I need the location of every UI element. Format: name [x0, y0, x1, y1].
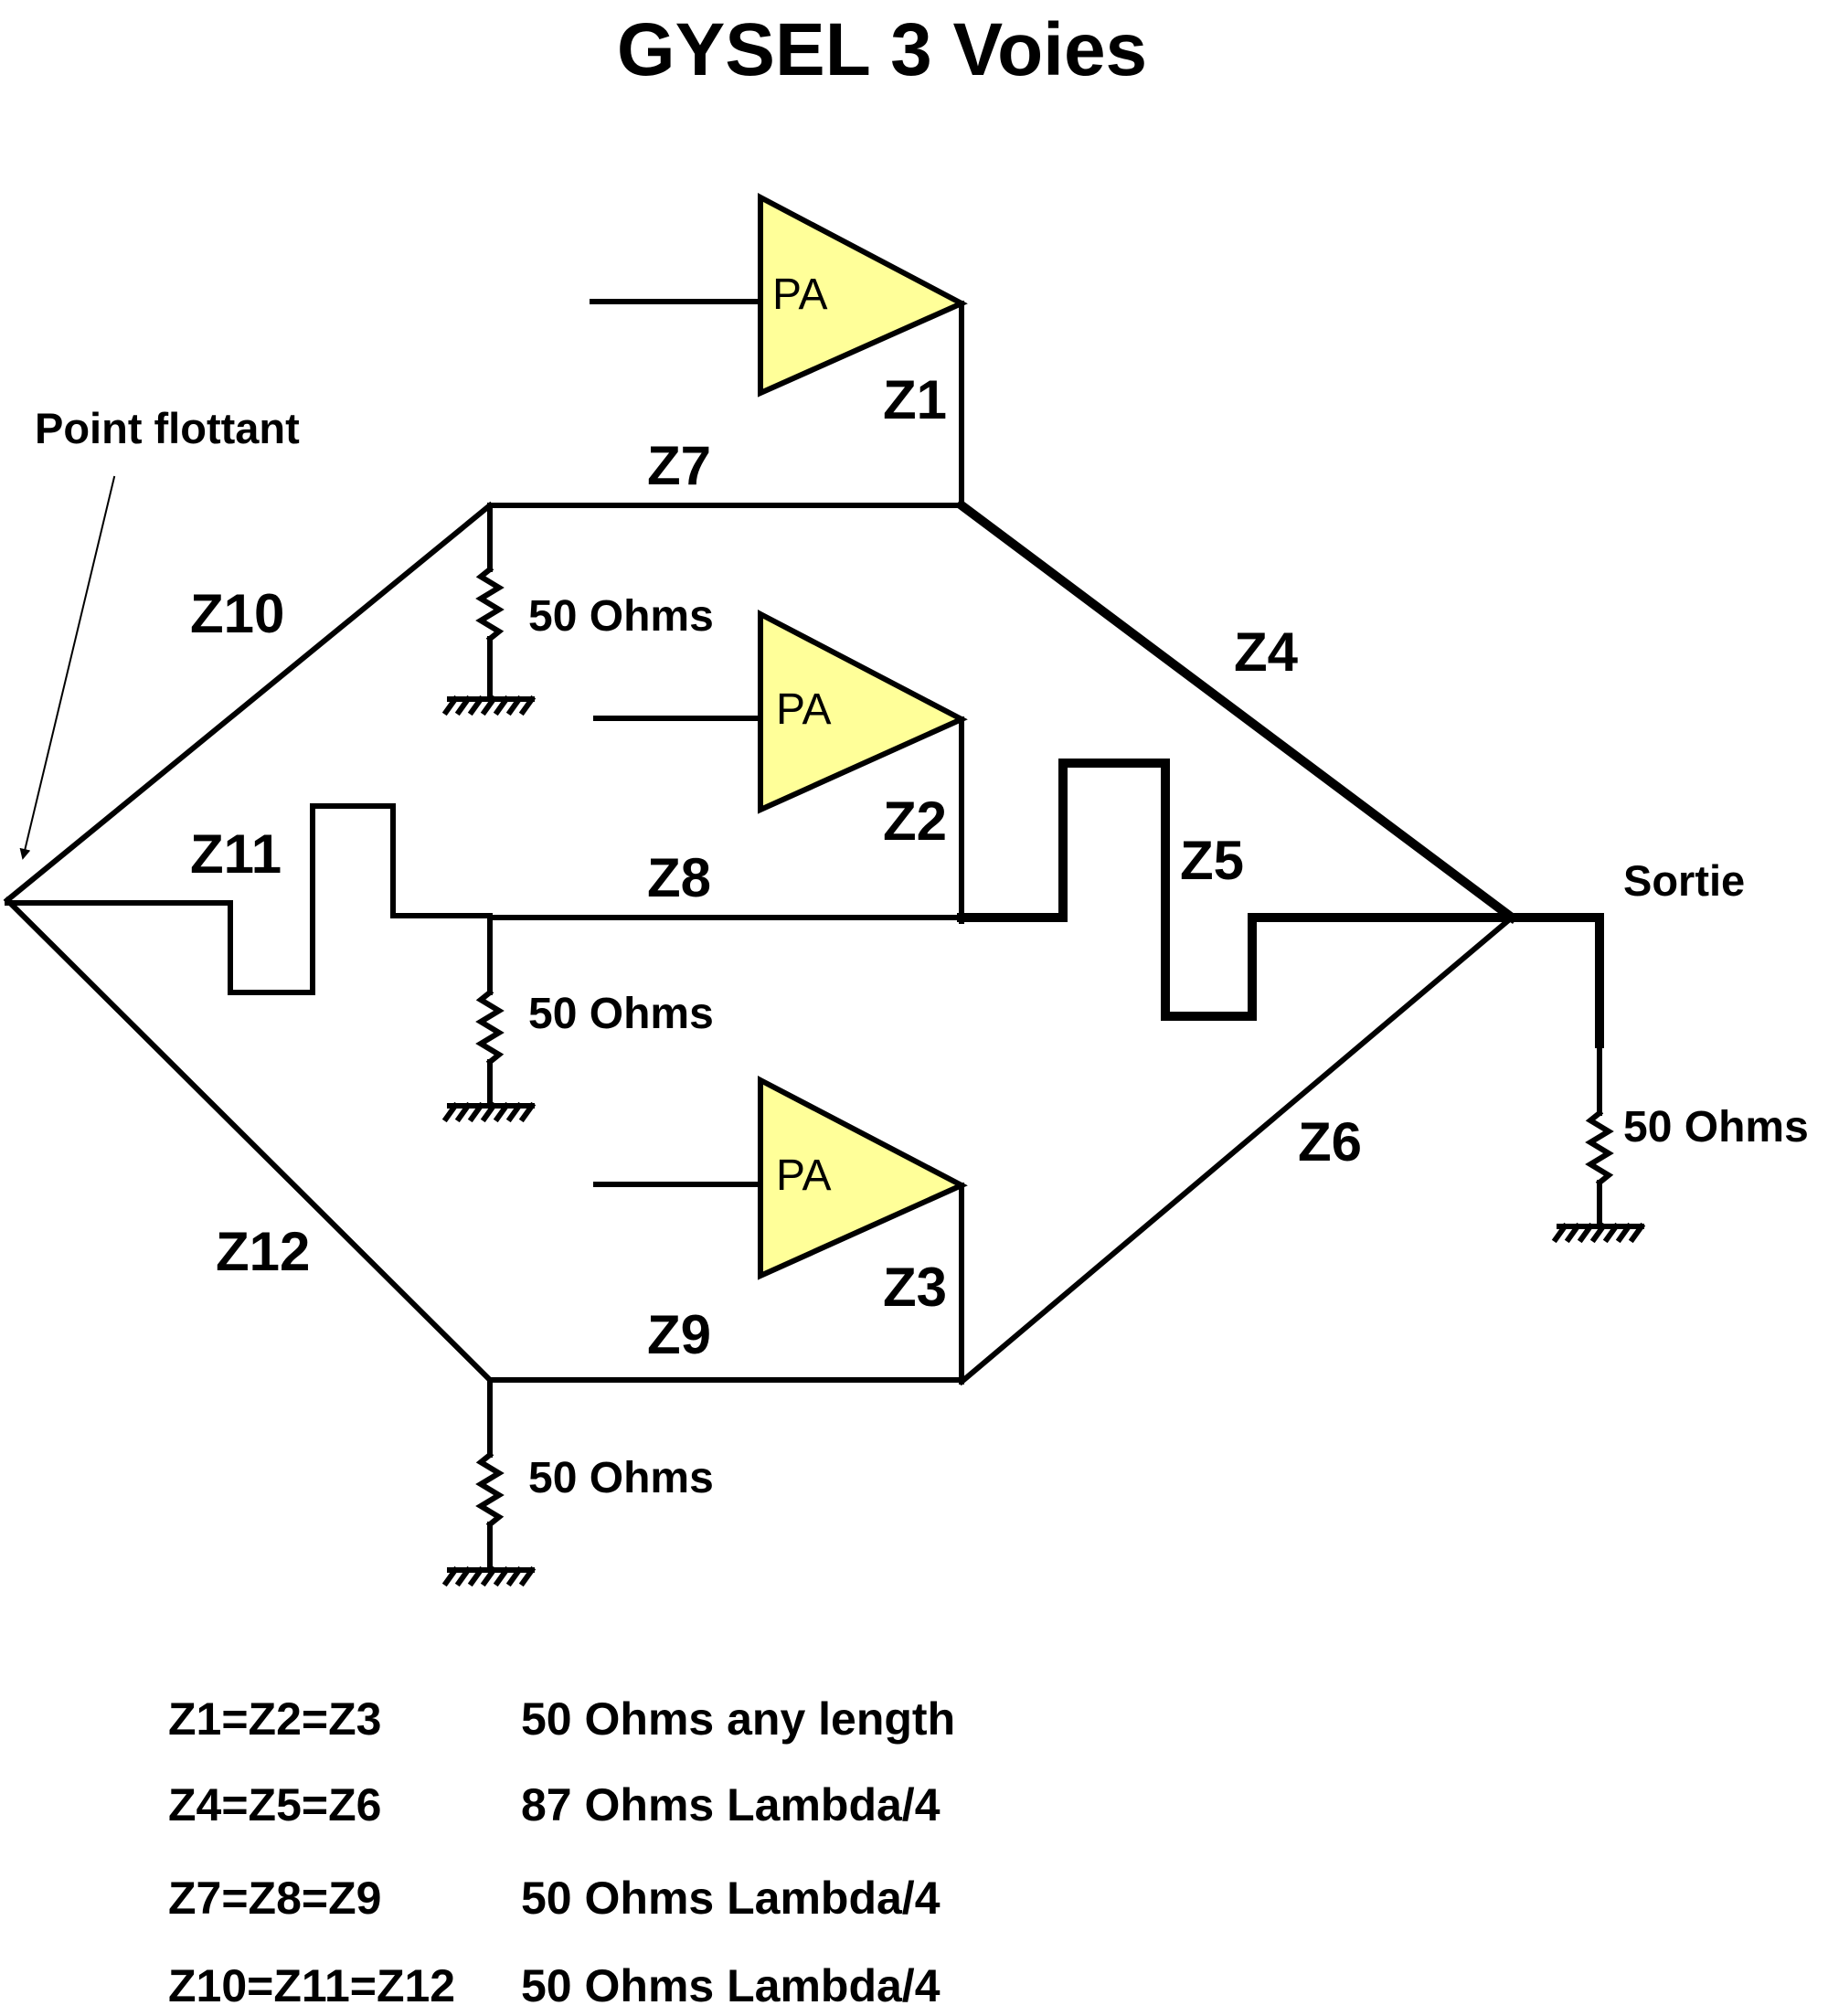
line-z10: [3, 501, 494, 905]
legend-group-4: Z10=Z11=Z12: [168, 1960, 455, 2011]
legend-spec-2: 87 Ohms Lambda/4: [521, 1779, 941, 1830]
line-z4: [955, 499, 1518, 924]
line-z12: [3, 896, 494, 1385]
resistor-output: [1551, 1041, 1646, 1244]
impedance-legend: Z1=Z2=Z3 50 Ohms any length Z4=Z5=Z6 87 …: [168, 1693, 955, 2011]
z12-label: Z12: [216, 1221, 310, 1282]
diagram-title: GYSEL 3 Voies: [617, 8, 1147, 91]
line-z11: [5, 803, 493, 995]
resistor-2-label: 50 Ohms: [528, 990, 714, 1038]
amplifier-3-label: PA: [776, 1151, 831, 1200]
z9-label: Z9: [647, 1304, 711, 1365]
z11-label: Z11: [190, 823, 282, 885]
z10-label: Z10: [190, 583, 284, 644]
resistor-2: [441, 915, 537, 1123]
output-label: Sortie: [1623, 856, 1745, 905]
z4-label: Z4: [1234, 621, 1299, 683]
resistor-1-label: 50 Ohms: [528, 592, 714, 641]
output-line: [1507, 913, 1604, 1048]
legend-spec-4: 50 Ohms Lambda/4: [521, 1960, 941, 2011]
resistor-3: [441, 1377, 537, 1587]
resistor-1: [441, 503, 537, 716]
z8-label: Z8: [647, 847, 711, 908]
floating-point-arrow: [19, 475, 116, 860]
amplifier-3: PA: [593, 1076, 968, 1280]
resistor-output-label: 50 Ohms: [1623, 1103, 1809, 1151]
amplifier-2-label: PA: [776, 685, 831, 734]
z6-label: Z6: [1298, 1111, 1362, 1172]
z2-label: Z2: [883, 790, 947, 852]
z3-label: Z3: [883, 1257, 947, 1318]
z1-label: Z1: [883, 369, 947, 430]
legend-spec-3: 50 Ohms Lambda/4: [521, 1873, 941, 1924]
amplifier-1: PA: [590, 193, 968, 398]
line-z6: [957, 913, 1516, 1386]
legend-group-1: Z1=Z2=Z3: [168, 1693, 381, 1745]
resistor-3-label: 50 Ohms: [528, 1454, 714, 1502]
legend-group-3: Z7=Z8=Z9: [168, 1873, 381, 1924]
amplifier-1-label: PA: [772, 271, 827, 319]
line-z5: [957, 759, 1516, 1021]
floating-point-label: Point flottant: [35, 404, 300, 452]
z5-label: Z5: [1180, 830, 1244, 891]
legend-spec-1: 50 Ohms any length: [521, 1693, 955, 1745]
legend-group-2: Z4=Z5=Z6: [168, 1779, 381, 1830]
amplifier-2: PA: [593, 610, 968, 814]
z7-label: Z7: [647, 435, 711, 496]
